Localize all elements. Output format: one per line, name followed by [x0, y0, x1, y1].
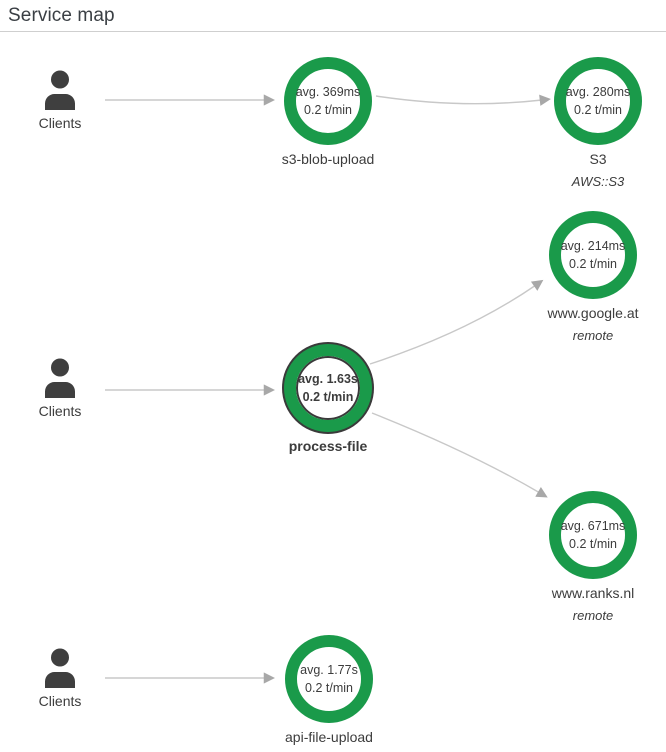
service-node-circle[interactable]: avg. 671ms 0.2 t/min	[549, 491, 637, 579]
node-label: s3-blob-upload	[281, 151, 375, 167]
service-node-circle[interactable]: avg. 1.63s 0.2 t/min	[284, 344, 372, 432]
edge-process-file-to-google	[369, 279, 544, 365]
service-node-circle[interactable]: avg. 369ms 0.2 t/min	[284, 57, 372, 145]
client-node-1[interactable]: Clients	[15, 70, 105, 131]
node-rate: 0.2 t/min	[569, 257, 617, 271]
node-rate: 0.2 t/min	[305, 681, 353, 695]
edge-s3-blob-upload-to-s3	[375, 94, 551, 106]
page-title: Service map	[8, 5, 115, 26]
node-sublabel: AWS::S3	[571, 174, 625, 189]
node-rate: 0.2 t/min	[304, 103, 352, 117]
client-label: Clients	[38, 115, 82, 131]
node-label: www.ranks.nl	[551, 585, 635, 601]
client-label: Clients	[38, 693, 82, 709]
node-latency: avg. 1.77s	[300, 663, 358, 677]
service-node-circle[interactable]: avg. 1.77s 0.2 t/min	[285, 635, 373, 723]
node-latency: avg. 369ms	[295, 85, 361, 99]
client-label: Clients	[38, 403, 82, 419]
service-node-s3: avg. 280ms 0.2 t/min S3 AWS::S3	[533, 57, 663, 189]
node-rate: 0.2 t/min	[302, 390, 354, 404]
service-node-process-file: avg. 1.63s 0.2 t/min process-file	[263, 344, 393, 454]
header-divider	[0, 31, 666, 32]
client-node-2[interactable]: Clients	[15, 358, 105, 419]
node-latency: avg. 214ms	[560, 239, 626, 253]
node-label: process-file	[288, 438, 368, 454]
node-label: www.google.at	[547, 305, 639, 321]
node-sublabel: remote	[572, 328, 614, 343]
node-rate: 0.2 t/min	[569, 537, 617, 551]
node-label: api-file-upload	[285, 729, 373, 745]
service-node-circle[interactable]: avg. 280ms 0.2 t/min	[554, 57, 642, 145]
service-node-s3-blob-upload: avg. 369ms 0.2 t/min s3-blob-upload	[263, 57, 393, 167]
service-node-api-file-upload: avg. 1.77s 0.2 t/min api-file-upload	[264, 635, 394, 745]
user-icon	[45, 358, 75, 398]
node-rate: 0.2 t/min	[574, 103, 622, 117]
client-node-3[interactable]: Clients	[15, 648, 105, 709]
edge-process-file-to-ranks	[371, 412, 548, 498]
node-latency: avg. 280ms	[565, 85, 631, 99]
service-node-www-ranks-nl: avg. 671ms 0.2 t/min www.ranks.nl remote	[528, 491, 658, 623]
service-node-www-google-at: avg. 214ms 0.2 t/min www.google.at remot…	[528, 211, 658, 343]
node-latency: avg. 671ms	[560, 519, 626, 533]
node-sublabel: remote	[572, 608, 614, 623]
node-latency: avg. 1.63s	[298, 372, 358, 386]
service-node-circle[interactable]: avg. 214ms 0.2 t/min	[549, 211, 637, 299]
node-label: S3	[589, 151, 607, 167]
user-icon	[45, 648, 75, 688]
user-icon	[45, 70, 75, 110]
